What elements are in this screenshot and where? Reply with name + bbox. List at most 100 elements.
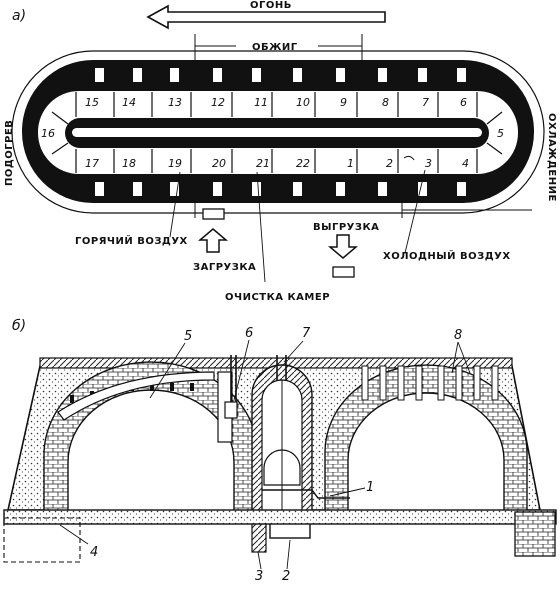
right-chamber — [347, 392, 505, 513]
unloading-opening — [332, 266, 355, 278]
unloading-label: ВЫГРУЗКА — [313, 222, 379, 233]
wall-flue-opening — [133, 68, 142, 82]
wall-flue-opening — [418, 68, 427, 82]
wall-flue-opening — [336, 68, 345, 82]
callout-4: 4 — [90, 545, 98, 560]
callout-5: 5 — [184, 329, 192, 344]
chamber-number: 17 — [85, 157, 99, 170]
fuel-feed-duct — [455, 365, 463, 401]
bottom-dimension-lines — [194, 178, 532, 218]
callout-7: 7 — [302, 326, 311, 341]
fire-arrow — [146, 4, 386, 30]
foundation-4 — [3, 517, 81, 563]
callout-3: 3 — [255, 569, 263, 584]
valve-6 — [224, 401, 238, 419]
fuel-feed-duct — [415, 365, 423, 401]
loading-opening — [202, 208, 225, 220]
panel-b-section: б) — [3, 318, 557, 584]
chamber-divider — [51, 111, 69, 125]
preheat-zone-label: ПОДОГРЕВ — [4, 120, 15, 186]
chamber-number: 9 — [340, 96, 347, 109]
fuel-feed-duct — [473, 365, 481, 401]
chamber-number: 16 — [41, 127, 55, 140]
chamber-number: 11 — [254, 96, 268, 109]
chamber-number: 22 — [296, 157, 310, 170]
cooling-zone-label: ОХЛАЖДЕНИЕ — [546, 113, 557, 202]
chamber-number: 3 — [425, 157, 432, 170]
chamber-number: 15 — [85, 96, 99, 109]
chamber-number: 20 — [212, 157, 226, 170]
wall-flue-opening — [170, 68, 179, 82]
kiln-outer-boundary — [11, 50, 545, 214]
chamber-number: 12 — [211, 96, 225, 109]
wall-flue-opening — [457, 182, 466, 196]
end-flue-opening — [508, 120, 516, 128]
chamber-divider — [486, 142, 503, 155]
chamber-number: 8 — [382, 96, 389, 109]
wall-flue-opening — [293, 182, 302, 196]
fuel-feed-duct — [397, 365, 405, 401]
callout-2: 2 — [282, 569, 290, 584]
unloading-arrow — [327, 234, 359, 259]
callout-6: 6 — [245, 326, 253, 341]
flue-opening — [150, 383, 154, 391]
chamber-divider — [51, 142, 69, 155]
flue-opening — [190, 383, 194, 391]
wall-flue-opening — [252, 182, 261, 196]
loading-arrow — [197, 228, 229, 253]
wall-flue-opening — [457, 68, 466, 82]
chamber-number: 4 — [462, 157, 469, 170]
chamber-number: 10 — [296, 96, 310, 109]
loading-label: ЗАГРУЗКА — [193, 262, 256, 273]
end-flue-opening — [40, 138, 48, 146]
fuel-feed-duct — [379, 365, 387, 401]
end-flue-opening — [40, 120, 48, 128]
damper-arrow — [403, 155, 415, 161]
leader-lines — [169, 169, 426, 283]
cold-air-label: ХОЛОДНЫЙ ВОЗДУХ — [383, 249, 511, 262]
chamber-number: 2 — [386, 157, 393, 170]
chamber-number: 18 — [122, 157, 136, 170]
wall-flue-opening — [336, 182, 345, 196]
chamber-number: 7 — [422, 96, 429, 109]
fire-label: ОГОНЬ — [250, 0, 292, 11]
wall-flue-opening — [252, 68, 261, 82]
wall-flue-opening — [95, 68, 104, 82]
callout-1: 1 — [366, 480, 374, 495]
firing-zone-label: ОБЖИГ — [252, 42, 298, 53]
chamber-number: 19 — [168, 157, 182, 170]
chamber-divider — [486, 111, 503, 125]
end-flue-opening — [508, 138, 516, 146]
fuel-feed-duct — [361, 365, 369, 401]
kiln-floor — [3, 509, 557, 525]
panel-b-label: б) — [12, 318, 26, 334]
flue-opening — [70, 395, 74, 403]
wall-flue-opening — [293, 68, 302, 82]
chamber-number: 13 — [168, 96, 182, 109]
panel-a-label: а) — [12, 8, 26, 24]
wall-flue-opening — [418, 182, 427, 196]
wall-flue-opening — [378, 68, 387, 82]
wall-flue-opening — [213, 68, 222, 82]
hot-air-label: ГОРЯЧИЙ ВОЗДУХ — [75, 234, 188, 247]
callout-leaders — [59, 339, 471, 570]
firing-zone-dimension — [194, 34, 363, 60]
fuel-feed-duct — [437, 365, 445, 401]
chamber-number: 14 — [122, 96, 136, 109]
central-flue-channel — [72, 128, 482, 137]
chamber-cleaning-label: ОЧИСТКА КАМЕР — [225, 292, 330, 303]
hot-air-duct-1 — [262, 489, 350, 499]
wall-flue-opening — [133, 182, 142, 196]
chamber-number: 6 — [460, 96, 467, 109]
callout-8: 8 — [454, 328, 462, 343]
fuel-feed-duct — [491, 365, 499, 401]
hot-air-channel-5 — [57, 371, 215, 421]
chamber-number: 21 — [256, 157, 270, 170]
flue-opening — [170, 383, 174, 391]
wall-flue-opening — [95, 182, 104, 196]
chamber-number: 1 — [347, 157, 354, 170]
wall-flue-opening — [170, 182, 179, 196]
chamber-number: 5 — [497, 127, 504, 140]
